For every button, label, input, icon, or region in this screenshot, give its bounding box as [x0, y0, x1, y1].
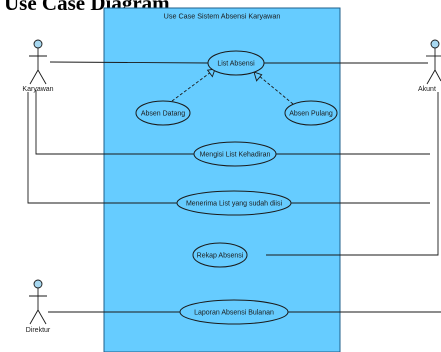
- actor-direktur-leg-left: [29, 309, 39, 325]
- generalization-arrowhead-left: [206, 68, 216, 78]
- actor-direktur-label: Direktur: [26, 327, 51, 334]
- assoc-karyawan-menerima-list: [27, 92, 178, 204]
- actor-karyawan-leg-left: [29, 69, 39, 85]
- assoc-karyawan-mengisi-list: [35, 90, 194, 155]
- actor-direktur-leg-right: [37, 309, 47, 325]
- usecase-absen-datang[interactable]: [135, 100, 191, 126]
- actor-akuntan[interactable]: Akunt: [418, 39, 441, 93]
- usecase-mengisi-list-label: Mengisi List Kehadiran: [200, 152, 271, 159]
- system-title: Use Case Sistem Absensi Karyawan: [164, 12, 281, 21]
- usecase-list-absensi-label: List Absensi: [217, 61, 255, 68]
- actor-karyawan-leg-right: [37, 69, 47, 85]
- actor-karyawan-head: [33, 39, 43, 49]
- usecase-menerima-list[interactable]: [176, 190, 292, 216]
- usecase-absen-pulang[interactable]: [284, 100, 338, 126]
- actor-karyawan[interactable]: Karyawan: [22, 39, 54, 93]
- usecase-absen-pulang-label: Absen Pulang: [289, 111, 333, 118]
- usecase-menerima-list-label: Menerima List yang sudah diisi: [186, 201, 283, 208]
- actor-direktur[interactable]: Direktur: [26, 279, 51, 334]
- usecase-mengisi-list[interactable]: [193, 141, 277, 167]
- generalization-arrowhead-right: [253, 71, 263, 82]
- generalization-absen-datang: [167, 71, 212, 105]
- generalization-absen-pulang: [257, 74, 294, 105]
- system-boundary: [103, 7, 341, 352]
- usecase-absen-datang-label: Absen Datang: [141, 111, 185, 118]
- actor-karyawan-label: Karyawan: [22, 86, 53, 93]
- actor-akuntan-leg-right: [434, 69, 441, 82]
- actor-direktur-head: [33, 279, 43, 289]
- usecase-rekap-absensi[interactable]: [192, 242, 248, 268]
- usecase-rekap-absensi-label: Rekap Absensi: [197, 253, 244, 260]
- actor-akuntan-head: [430, 39, 440, 49]
- actor-akuntan-label: Akunt: [418, 86, 436, 93]
- actor-akuntan-leg-left: [426, 69, 436, 85]
- assoc-karyawan-list-absensi: [49, 61, 209, 64]
- usecase-laporan-absensi[interactable]: [179, 299, 289, 325]
- usecase-laporan-absensi-label: Laporan Absensi Bulanan: [194, 310, 274, 317]
- usecase-list-absensi[interactable]: [207, 50, 265, 76]
- assoc-akuntan-rekap-absensi: [266, 92, 439, 256]
